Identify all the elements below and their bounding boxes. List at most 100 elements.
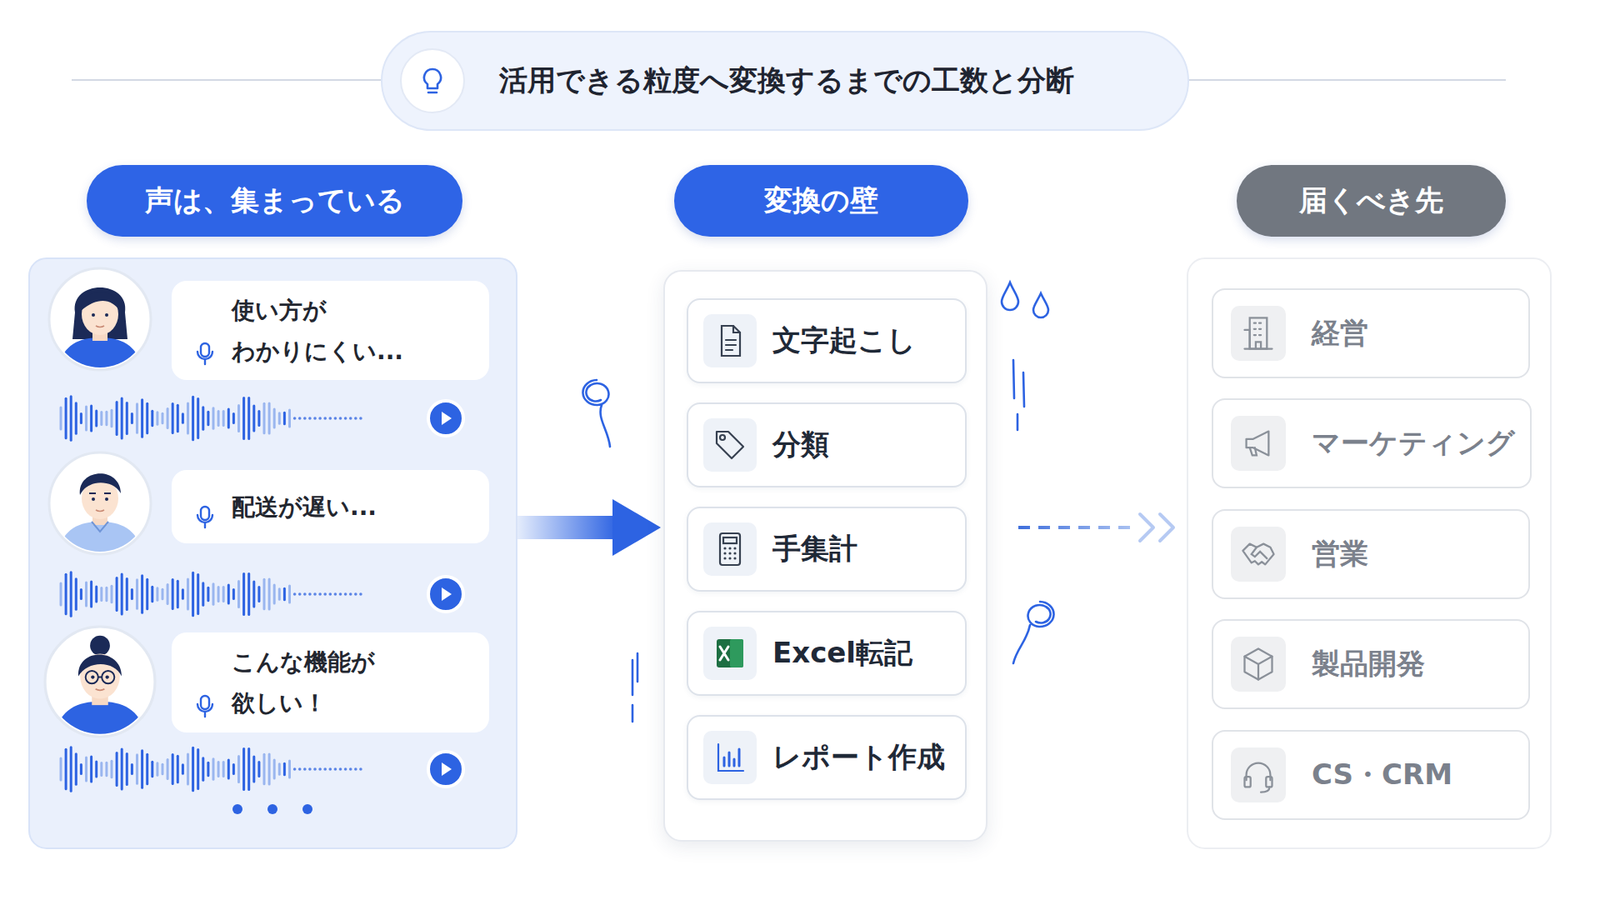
voice-waveform-part: [105, 762, 108, 775]
voice-waveform-part: [359, 416, 363, 420]
voice-waveform-part: [161, 413, 165, 424]
destination-panel: 届くべき先経営マーケティング営業製品開発CS・CRM: [1186, 257, 1552, 850]
play-button-part: [428, 400, 464, 436]
customer-avatar-part-part: [98, 676, 102, 679]
voice-waveform-part: [140, 400, 144, 438]
speech-bubble: 配送が遅い...: [171, 470, 490, 544]
customer-avatar: [45, 626, 155, 740]
voice-waveform: [60, 572, 363, 616]
customer-avatar-part-part: [78, 655, 122, 677]
voice-waveform-part: [120, 574, 124, 615]
voice-waveform-part: [349, 592, 353, 596]
xls-icon-part: [730, 639, 744, 668]
more-dot: [267, 804, 278, 815]
voice-waveform-part: [85, 582, 88, 606]
voice-waveform-part: [227, 409, 230, 428]
voice-waveform-part: [349, 767, 353, 771]
icon-tile: [1230, 305, 1286, 361]
xls-icon: [703, 626, 757, 680]
mic-icon-part: [200, 506, 210, 520]
play-button-part: [428, 751, 464, 787]
voice-waveform-part: [232, 589, 235, 599]
voice-waveform-part: [155, 412, 159, 425]
voice-waveform-part: [232, 413, 235, 423]
bldg-icon-part: [1250, 317, 1268, 349]
head-icon-part: [1245, 776, 1251, 787]
play-button: [428, 576, 464, 612]
voice-waveform-part: [308, 767, 312, 771]
voice-waveform-part: [247, 748, 250, 790]
node-label: 分類: [772, 425, 830, 465]
voice-waveform-part: [80, 764, 83, 774]
voice-waveform-part: [252, 405, 255, 431]
hand-icon-part: [1251, 547, 1268, 559]
customer-avatar-part-part: [80, 473, 121, 495]
node-label: レポート作成: [772, 738, 945, 777]
voice-waveform-part: [217, 762, 220, 777]
icon-tile: [1230, 747, 1286, 803]
customer-avatar-part-part: [58, 521, 142, 557]
bldg-icon: [1230, 305, 1286, 361]
voice-waveform-part: [263, 754, 266, 785]
node-label: 製品開発: [1311, 645, 1425, 684]
voice-waveform-part: [196, 399, 200, 439]
voice-waveform-part: [273, 585, 276, 604]
more-dot: [302, 804, 313, 815]
node-label: Excel転記: [772, 634, 913, 673]
icon-tile: [1230, 636, 1286, 692]
customer-avatar-part-part: [89, 492, 111, 495]
node-label: CS・CRM: [1311, 755, 1453, 795]
stress-stroke: [632, 653, 638, 722]
voice-waveform-part: [90, 581, 93, 607]
swirl: [582, 380, 610, 447]
arrow-chevron: [1160, 514, 1174, 541]
customer-avatar: [49, 452, 151, 557]
voice-waveform-part: [75, 754, 78, 785]
voice-waveform-part: [125, 578, 129, 610]
doc-icon: [703, 314, 757, 368]
voice-waveform-part: [293, 767, 297, 771]
voice-waveform-part: [145, 403, 149, 434]
doc-icon-part: [725, 325, 740, 350]
voice-waveform-part: [140, 575, 144, 614]
arrow-shaft: [1018, 525, 1132, 530]
play-button-part: [428, 576, 464, 612]
voice-waveform-part: [273, 409, 276, 428]
voice-waveform-part: [283, 763, 286, 775]
doc-icon-part: [721, 325, 740, 356]
calc-icon-part: [733, 556, 736, 560]
voice-waveform-part: [130, 413, 134, 423]
voice-waveform-part: [70, 572, 73, 616]
tag-icon: [703, 418, 757, 472]
voice-waveform-part: [105, 411, 108, 425]
voice-waveform-part: [257, 410, 260, 425]
voice-waveform-part: [222, 762, 225, 777]
mic-icon: [195, 694, 215, 720]
voice-waveform-part: [293, 416, 297, 420]
voice-waveform-part: [135, 580, 139, 609]
voice-waveform-part: [120, 398, 124, 439]
process-box: レポート作成: [686, 715, 967, 800]
voice-waveform-part: [201, 583, 205, 605]
voice-waveform-part: [90, 405, 93, 431]
voice-waveform-part: [283, 588, 286, 600]
voice-waveform-part: [354, 767, 358, 771]
voice-waveform-part: [181, 765, 185, 775]
voice-waveform-part: [344, 416, 348, 420]
voice-waveform-part: [354, 416, 358, 420]
customer-avatar-part-part: [105, 497, 109, 501]
destination-box: 経営: [1211, 288, 1530, 379]
voice-waveform-part: [288, 410, 291, 427]
voice-waveform: [60, 396, 363, 440]
voice-waveform-part: [75, 579, 78, 610]
voice-waveform-part: [298, 767, 302, 771]
voice-waveform-part: [186, 579, 190, 610]
voice-waveform-part: [308, 416, 312, 420]
voice-waveform-part: [115, 402, 119, 435]
cube-icon: [1230, 636, 1286, 692]
voice-waveform-part: [176, 755, 180, 782]
mic-icon: [195, 341, 215, 367]
voice-waveform-part: [293, 592, 297, 596]
customer-avatar-part: [55, 635, 145, 740]
customer-avatar-part: [58, 287, 142, 373]
